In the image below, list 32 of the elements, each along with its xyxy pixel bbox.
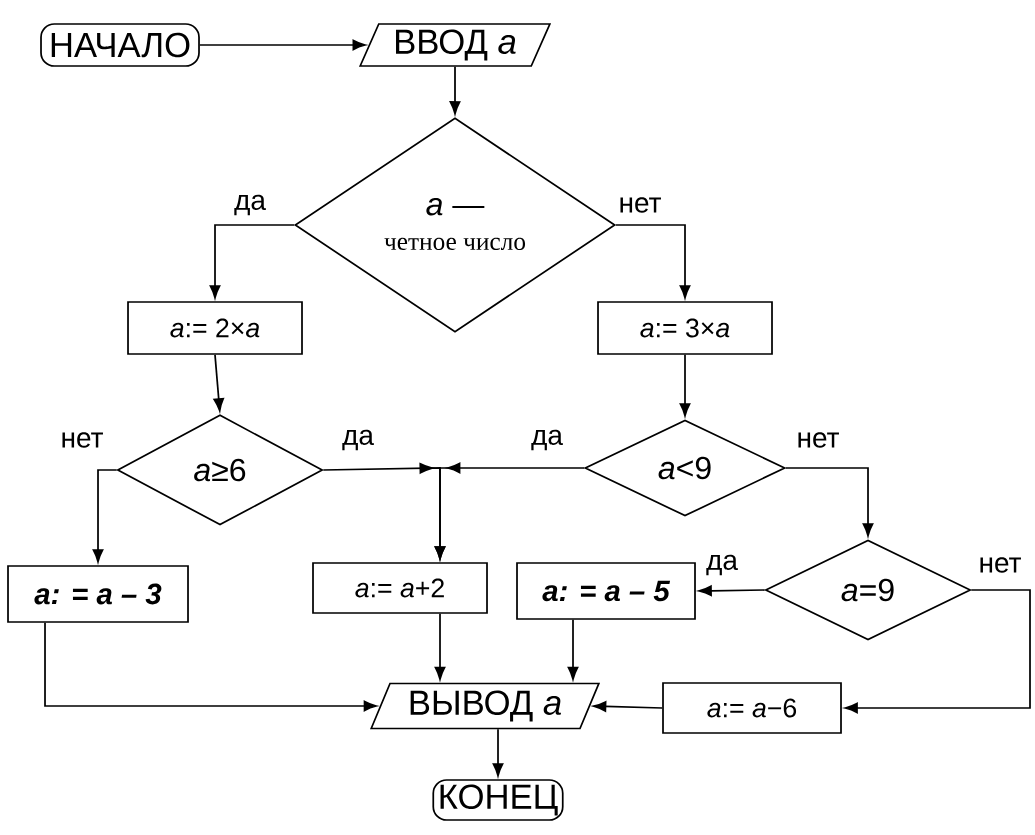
process-box: a:= 3×a	[597, 301, 773, 355]
edge-label: нет	[59, 431, 105, 449]
arrow	[785, 467, 874, 537]
process-box: a: = a – 3	[7, 565, 189, 623]
arrow	[615, 224, 691, 299]
arrow	[679, 354, 691, 417]
edge-label: да	[340, 428, 376, 452]
arrow	[593, 701, 663, 712]
arrow	[213, 354, 225, 412]
arrow	[567, 619, 579, 680]
edge-label: нет	[977, 556, 1023, 574]
end-terminator: КОНЕЦ	[432, 779, 564, 821]
arrow	[209, 224, 295, 299]
arrow	[199, 39, 366, 51]
arrow	[698, 585, 766, 597]
arrow	[449, 66, 461, 115]
arrow	[92, 469, 118, 563]
process-box: a:= a+2	[312, 562, 488, 614]
edge-label: нет	[795, 431, 841, 449]
edge-label: нет	[617, 196, 663, 214]
edge-label: да	[704, 553, 740, 577]
arrow	[44, 622, 377, 712]
arrow	[492, 728, 504, 777]
process-box: a:= a−6	[662, 682, 842, 734]
process-box: a: = a – 5	[516, 562, 696, 620]
arrow	[434, 613, 446, 680]
arrow	[434, 462, 585, 560]
edge-label: да	[529, 428, 565, 452]
arrow	[844, 589, 1031, 714]
process-box: a:= 2×a	[127, 301, 303, 355]
edge-label: да	[232, 193, 268, 217]
start-terminator: НАЧАЛО	[40, 23, 200, 67]
